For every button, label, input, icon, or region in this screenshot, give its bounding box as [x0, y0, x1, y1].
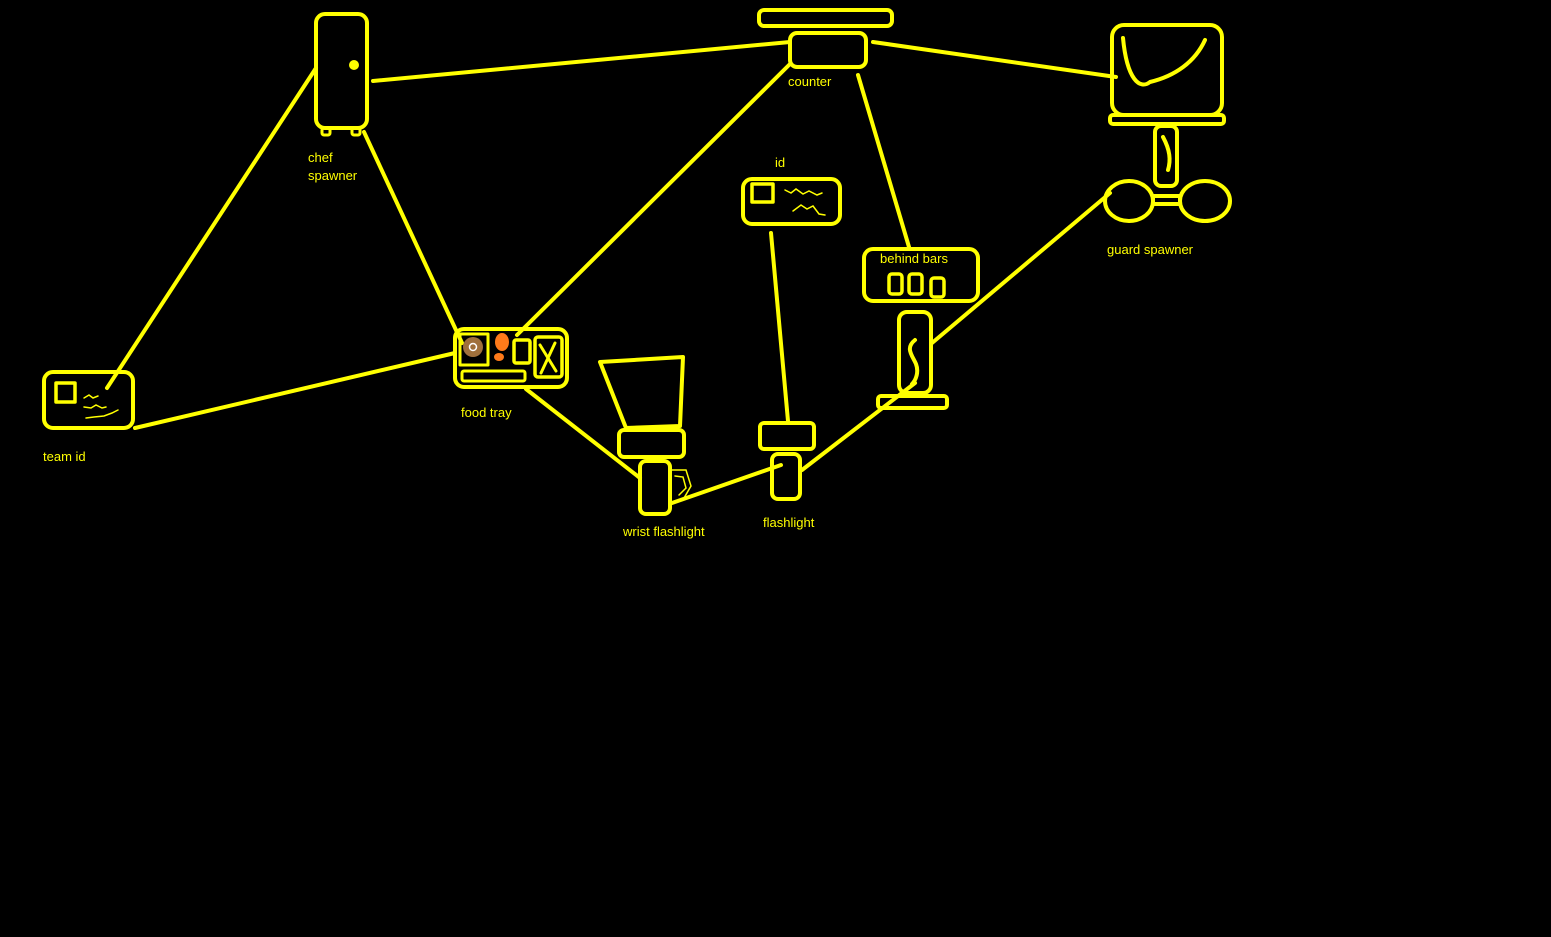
- fridge-icon: [314, 12, 369, 137]
- chef-spawner-label-line2: spawner: [308, 168, 358, 183]
- edge-capsule-guard-spawner: [930, 191, 1112, 345]
- guard-spawner-label: guard spawner: [1107, 242, 1193, 257]
- id-card-icon: [42, 370, 135, 430]
- edge-group: [105, 40, 1118, 505]
- edge-counter-food-tray: [515, 62, 792, 337]
- edge-chef-spawner-team-id: [105, 66, 318, 390]
- edge-food-tray-wrist-flashlight: [524, 387, 642, 480]
- jail-cell-icon: [862, 247, 980, 303]
- flashlight-label: flashlight: [763, 515, 815, 530]
- food-tray-icon: [453, 327, 569, 389]
- food-tray-label: food tray: [461, 405, 512, 420]
- edge-wrist-flashlight-flashlight: [670, 463, 783, 505]
- edge-counter-behind-bars: [856, 73, 911, 249]
- edge-team-id-food-tray: [133, 351, 457, 430]
- security-desk-icon: [1103, 23, 1232, 223]
- chef-spawner-label-line1: chef: [308, 150, 333, 165]
- chef-spawner-label: chef spawner: [308, 149, 357, 185]
- id-card-icon: [741, 177, 842, 226]
- behind-bars-label: behind bars: [880, 251, 948, 266]
- counter-icon: [757, 8, 894, 69]
- wrist-flashlight-icon: [598, 355, 692, 516]
- edge-chef-spawner-food-tray: [362, 130, 464, 345]
- wrist-flashlight-label: wrist flashlight: [623, 524, 705, 539]
- team-id-label: team id: [43, 449, 86, 464]
- edge-counter-guard-spawner: [871, 40, 1118, 79]
- edge-id-flashlight: [769, 231, 790, 423]
- counter-label: counter: [788, 74, 832, 89]
- flashlight-icon: [758, 421, 816, 501]
- edge-chef-spawner-counter: [371, 40, 792, 83]
- capsule-icon: [876, 310, 949, 410]
- id-label: id: [775, 155, 786, 170]
